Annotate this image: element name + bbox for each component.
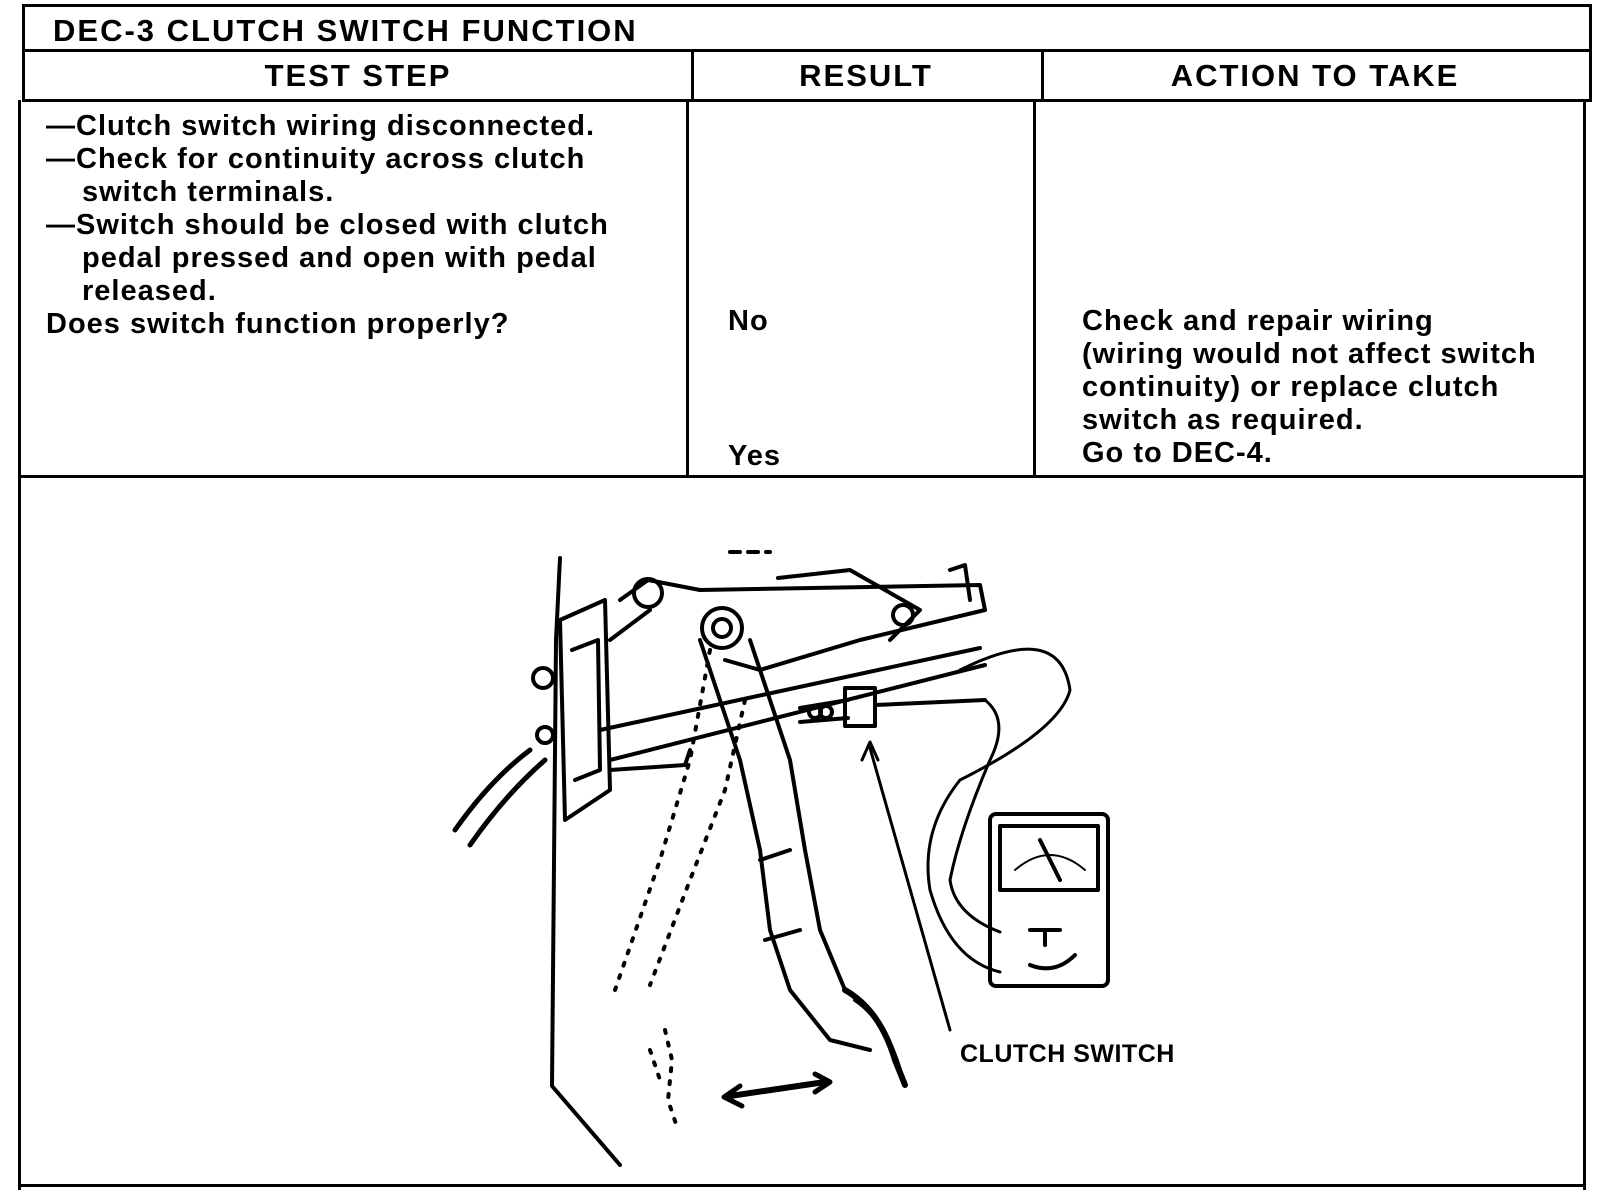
test-step-line: switch terminals. <box>82 176 335 208</box>
action-yes: Go to DEC-4. <box>1082 437 1273 469</box>
test-step-line: pedal pressed and open with pedal <box>82 242 597 274</box>
divider-step-result <box>686 100 689 478</box>
header-test-step: TEST STEP <box>22 52 694 102</box>
procedure-title: DEC-3 CLUTCH SWITCH FUNCTION <box>53 13 638 48</box>
figure-caption: CLUTCH SWITCH <box>960 1040 1175 1068</box>
header-result: RESULT <box>691 52 1044 102</box>
bottom-border <box>18 1184 1586 1187</box>
action-line: switch as required. <box>1082 404 1364 436</box>
row-divider <box>18 475 1586 478</box>
result-no: No <box>728 305 769 337</box>
result-yes: Yes <box>728 440 781 472</box>
action-line: Check and repair wiring <box>1082 305 1434 337</box>
left-border <box>18 100 21 1190</box>
action-no-cell: Check and repair wiring (wiring would no… <box>1082 305 1577 470</box>
procedure-title-bar: DEC-3 CLUTCH SWITCH FUNCTION <box>22 4 1592 52</box>
divider-result-action <box>1033 100 1036 478</box>
header-action: ACTION TO TAKE <box>1041 52 1592 102</box>
test-step-line: —Clutch switch wiring disconnected. <box>46 110 595 142</box>
right-border <box>1583 100 1586 1190</box>
test-step-line: released. <box>82 275 217 307</box>
test-step-cell: —Clutch switch wiring disconnected. —Che… <box>46 110 676 341</box>
action-line: continuity) or replace clutch <box>1082 371 1500 403</box>
action-line: (wiring would not affect switch <box>1082 338 1537 370</box>
test-step-line: —Switch should be closed with clutch <box>46 209 609 241</box>
test-step-question: Does switch function properly? <box>46 308 510 340</box>
test-step-line: —Check for continuity across clutch <box>46 143 586 175</box>
